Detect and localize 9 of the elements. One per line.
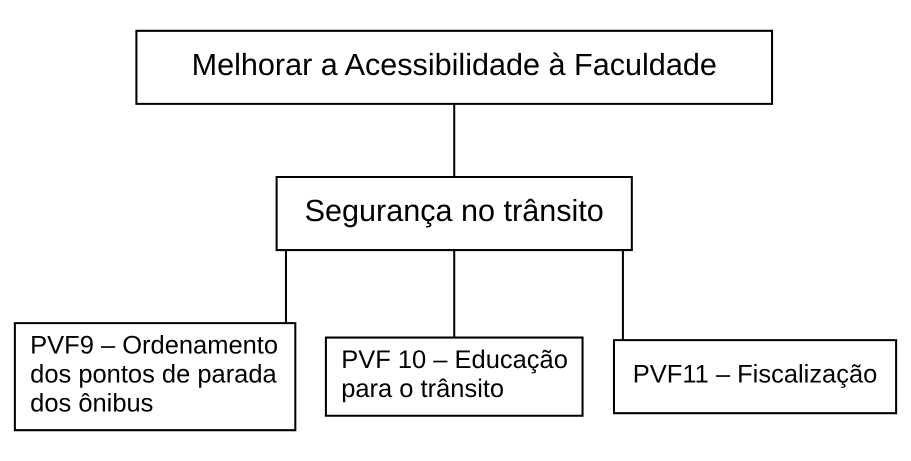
connector	[453, 104, 456, 177]
connector	[622, 250, 624, 340]
node-box: Melhorar a Acessibilidade à Faculdade	[135, 30, 774, 105]
node-box: PVF9 – Ordenamento dos pontos de parada dos ônibus	[14, 322, 296, 432]
node-box: PVF11 – Fiscalização	[612, 339, 898, 414]
connector	[453, 250, 456, 338]
node-box: Segurança no trânsito	[276, 176, 633, 252]
connector	[284, 250, 287, 324]
node-box: PVF 10 – Educação para o trânsito	[324, 336, 584, 417]
